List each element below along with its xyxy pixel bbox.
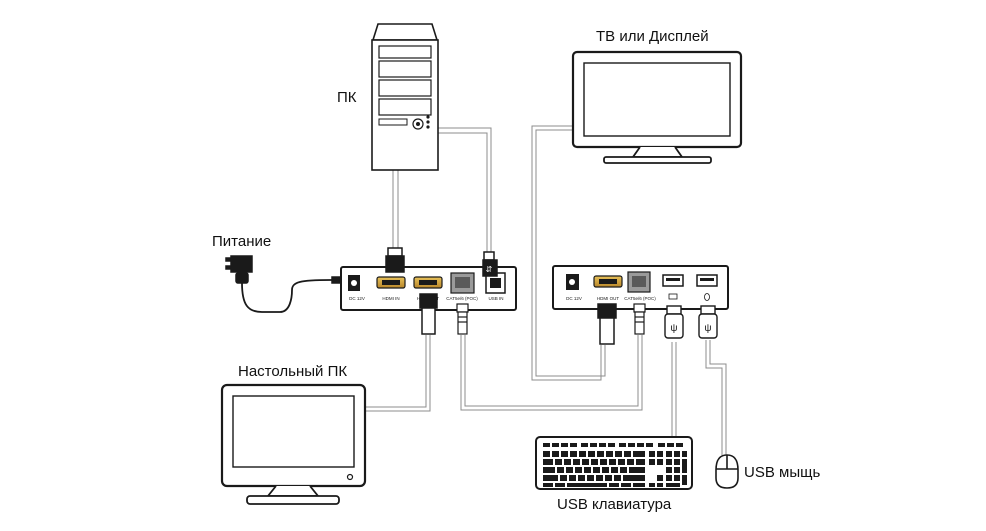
keyboard-icon (668, 293, 678, 300)
tx-hdmi-in-plug (385, 247, 405, 273)
label-power: Питание (212, 233, 272, 250)
tx-hdmi-in-label: HDMI IN (382, 296, 399, 301)
tv-display (571, 50, 743, 164)
pc-tower (371, 23, 439, 171)
rx-cat-plug (633, 303, 646, 335)
power-adapter (225, 255, 345, 313)
cable-cat (460, 335, 643, 411)
rx-usb-plug-mouse: ψ (698, 305, 718, 339)
label-keyboard: USB клавиатура (557, 496, 672, 513)
rx-cat-label: CAT5e/6 (POC) (624, 296, 656, 301)
desktop-monitor (220, 383, 367, 505)
tx-usb-in-label: USB IN (488, 296, 503, 301)
transmitter-unit: DC 12V HDMI IN HDMI OUT CAT5e/6 (POC) US… (340, 266, 517, 311)
cables (362, 125, 727, 455)
cable-hdmi-tv (531, 125, 606, 381)
label-tv: ТВ или Дисплей (596, 28, 709, 45)
tx-dc-label: DC 12V (349, 296, 365, 301)
label-pc: ПК (337, 89, 357, 106)
svg-text:ψ: ψ (670, 323, 677, 334)
label-desktop: Настольный ПК (238, 363, 348, 380)
svg-text:⇵: ⇵ (486, 265, 493, 274)
tx-usb-plug: ⇵ (482, 251, 498, 277)
usb-mouse (715, 454, 739, 489)
cable-pc-hdmi (392, 170, 399, 252)
label-mouse: USB мыщь (744, 464, 821, 481)
cable-usb-mouse (705, 340, 727, 455)
usb-keyboard (535, 436, 693, 490)
cable-usb-keyboard (671, 342, 677, 437)
tx-cat-label: CAT5e/6 (POC) (446, 296, 478, 301)
svg-text:ψ: ψ (704, 323, 711, 334)
cable-hdmi-desktop (362, 335, 431, 412)
rx-hdmi-out-label: HDMI OUT (597, 296, 619, 301)
rx-hdmi-out-plug (597, 303, 617, 345)
cable-pc-usb (430, 127, 492, 255)
rx-usb-plug-keyboard: ψ (664, 305, 684, 339)
receiver-unit: DC 12V HDMI OUT CAT5e/6 (POC) (552, 265, 729, 310)
tx-cat-plug (456, 303, 469, 335)
tx-hdmi-out-plug (419, 293, 438, 335)
mouse-icon (704, 293, 710, 301)
rx-dc-label: DC 12V (566, 296, 582, 301)
